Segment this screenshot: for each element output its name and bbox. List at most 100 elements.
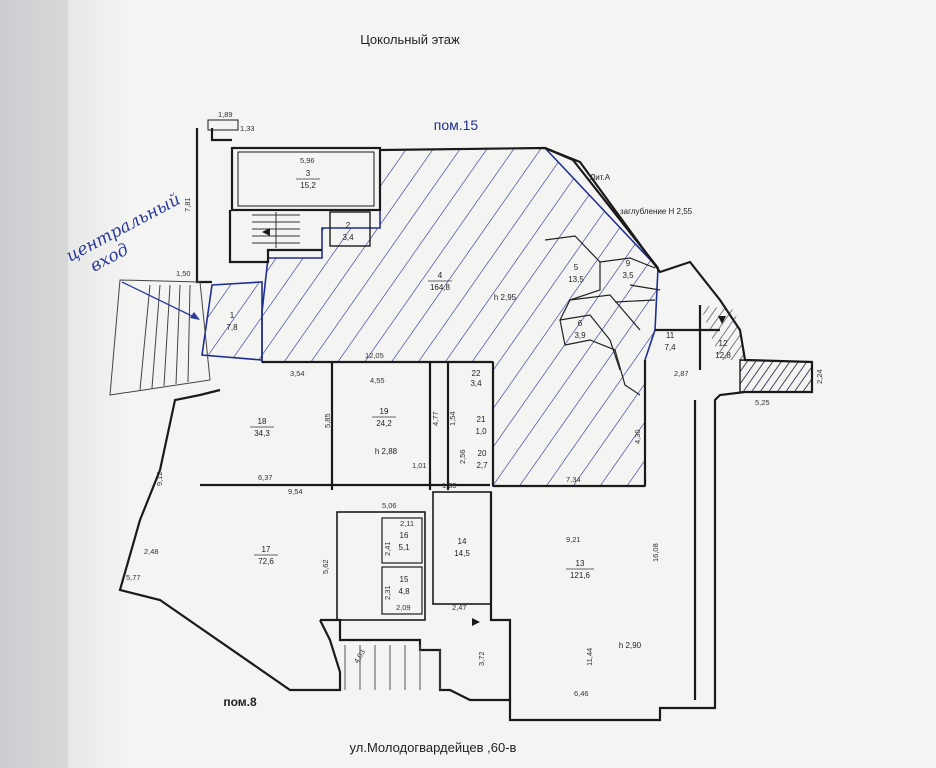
dim: 5,77	[126, 573, 141, 582]
room-4-area: 164,8	[430, 283, 451, 292]
flow-arrows	[262, 228, 726, 626]
arrow-icon	[718, 316, 726, 324]
room-18-area: 34,3	[254, 429, 270, 438]
room-13-num: 13	[576, 559, 585, 568]
dim: 9,21	[566, 535, 581, 544]
room-15-area: 4,8	[398, 587, 410, 596]
room-9-num: 9	[626, 259, 631, 268]
room-21-num: 21	[477, 415, 486, 424]
dim: 2,87	[674, 369, 689, 378]
dim: 12,05	[365, 351, 384, 360]
room-19-num: 19	[380, 407, 389, 416]
room-16-area: 5,1	[398, 543, 410, 552]
room-12-num: 12	[719, 339, 728, 348]
dim: 5,25	[755, 398, 770, 407]
room-21-area: 1,0	[475, 427, 487, 436]
arrow-icon	[190, 312, 200, 320]
room-14-area: 14,5	[454, 549, 470, 558]
room-22-area: 3,4	[470, 379, 482, 388]
dim: 4,55	[370, 376, 385, 385]
dim: 2,48	[144, 547, 159, 556]
room-20-area: 2,7	[476, 461, 488, 470]
room-4-num: 4	[438, 271, 443, 280]
dim: 3,72	[477, 651, 486, 666]
dim: 2,24	[815, 369, 824, 384]
room-3-num: 3	[306, 169, 311, 178]
label-dividers	[250, 178, 594, 570]
staircase-top	[252, 212, 300, 248]
room-1-num: 1	[230, 311, 235, 320]
room-5-area: 13,5	[568, 275, 584, 284]
room-2-num: 2	[346, 221, 351, 230]
dim: 7,81	[183, 197, 192, 212]
dim: 6,37	[258, 473, 273, 482]
room-19-area: 24,2	[376, 419, 392, 428]
dim: 2,41	[383, 541, 392, 556]
premises-8-label: пом.8	[223, 695, 257, 709]
premises-15-hatched	[201, 147, 659, 487]
dim: 1,85	[442, 481, 457, 490]
room-9-area: 3,5	[622, 271, 634, 280]
dim: 1,33	[240, 124, 255, 133]
room-5-num: 5	[574, 263, 579, 272]
dimension-labels: 1,89 1,33 7,81 5,96 1,50 12,05 3,54 4,55…	[126, 110, 824, 698]
dim: 1,50	[176, 269, 191, 278]
room-labels: 3 15,2 2 3,4 4 164,8 h 2,95 5 13,5 6 3,9…	[226, 169, 731, 650]
entrance-pointer-arrow	[121, 281, 197, 319]
room-16-num: 16	[400, 531, 409, 540]
depth-note: заглубление Н 2,55	[620, 207, 693, 216]
dim: 7,34	[566, 475, 581, 484]
room-6-area: 3,9	[574, 331, 586, 340]
room-11-area: 7,4	[664, 343, 676, 352]
room-13-area: 121,6	[570, 571, 591, 580]
entrance-stairs	[109, 279, 211, 396]
room-18-num: 18	[258, 417, 267, 426]
room-12-area: 12,8	[715, 351, 731, 360]
room-2-area: 3,4	[342, 233, 354, 242]
room-17-num: 17	[262, 545, 271, 554]
room-20-num: 20	[478, 449, 487, 458]
dim: 9,12	[155, 471, 164, 486]
room-22-num: 22	[472, 369, 481, 378]
room-1-area: 7,8	[226, 323, 238, 332]
premises-15-label: пом.15	[434, 117, 479, 133]
dim: 5,06	[382, 501, 397, 510]
stairs-bottom	[344, 645, 441, 690]
room-4-height: h 2,95	[494, 293, 517, 302]
dim: 16,08	[651, 543, 660, 562]
floor-title: Цокольный этаж	[360, 32, 460, 47]
partitions	[544, 235, 661, 396]
arrow-icon	[262, 228, 270, 236]
dim: 1,54	[448, 411, 457, 426]
address-label: ул.Молодогвардейцев ,60-в	[350, 740, 517, 755]
dim: 1,01	[412, 461, 427, 470]
scan-edge	[0, 0, 68, 768]
dim: 5,96	[300, 156, 315, 165]
room-15-num: 15	[400, 575, 409, 584]
room-3-area: 15,2	[300, 181, 316, 190]
arrow-icon	[472, 618, 480, 626]
dim: 6,46	[574, 689, 589, 698]
dim: 2,47	[452, 603, 467, 612]
dim: 5,62	[321, 559, 330, 574]
room-13-height: h 2,90	[619, 641, 642, 650]
exit-stairs-right	[700, 305, 813, 393]
dim: 4,77	[431, 411, 440, 426]
dim: 2,31	[383, 585, 392, 600]
room-11-num: 11	[666, 331, 675, 340]
dim: 11,44	[585, 648, 594, 666]
room-17-area: 72,6	[258, 557, 274, 566]
room-19-height: h 2,88	[375, 447, 398, 456]
dim: 9,54	[288, 487, 303, 496]
room-6-num: 6	[578, 319, 583, 328]
dim: 1,89	[218, 110, 233, 119]
dim: 2,11	[400, 519, 414, 528]
room-14-num: 14	[458, 537, 467, 546]
dim: 2,09	[396, 603, 411, 612]
dim: 5,85	[323, 413, 332, 428]
dim: 4,30	[633, 429, 642, 444]
letter-label: Лит.А	[590, 173, 611, 182]
dim: 3,54	[290, 369, 305, 378]
dim: 2,56	[458, 449, 467, 464]
